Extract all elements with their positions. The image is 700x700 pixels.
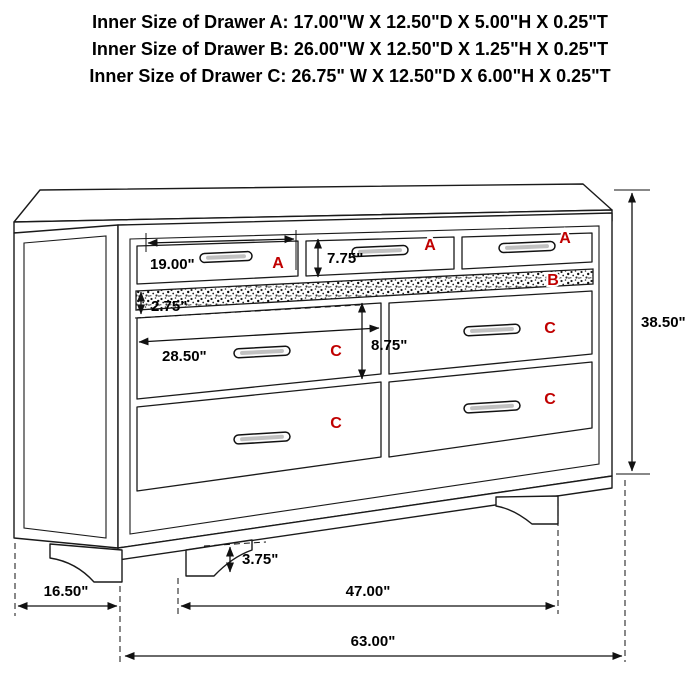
drawer-b-label: B <box>547 272 559 289</box>
side-panel-inner-line <box>23 235 107 539</box>
front-right-foot <box>495 495 559 525</box>
drawer-b-strip: B <box>135 268 594 311</box>
dim-side-depth-label: 16.50" <box>44 583 89 600</box>
dim-b-drawer-height: 2.75" <box>134 291 361 319</box>
dim-c-drawer-width-label: 28.50" <box>162 348 207 365</box>
drawer-a-left-label: A <box>272 255 284 272</box>
spec-line-drawer-b: Inner Size of Drawer B: 26.00"W X 12.50"… <box>91 39 609 59</box>
drawer-c-bottom-right: C <box>388 361 593 458</box>
dim-c-drawer-width: 28.50" <box>138 324 380 365</box>
dim-feet-span: 47.00" <box>177 500 559 614</box>
drawer-c-bottom-right-label: C <box>544 391 556 408</box>
drawer-handle <box>498 240 556 254</box>
dim-side-depth: 16.50" <box>14 543 121 662</box>
drawer-c-bottom-left-label: C <box>330 415 342 432</box>
drawer-a-right-label: A <box>559 230 571 247</box>
dim-c-drawer-height-label: 8.75" <box>371 337 407 354</box>
drawer-handle <box>351 244 409 258</box>
drawer-c-top-right: C <box>388 290 593 375</box>
dim-total-height: 38.50" <box>614 189 686 475</box>
front-frame-inner-line <box>129 225 600 535</box>
dim-b-drawer-height-label: 2.75" <box>151 298 187 315</box>
drawer-a-middle-label: A <box>424 237 436 254</box>
drawer-handle <box>233 345 291 359</box>
dim-total-width-label: 63.00" <box>351 633 396 650</box>
drawer-c-top-left-label: C <box>330 343 342 360</box>
spec-header: Inner Size of Drawer A: 17.00"W X 12.50"… <box>0 9 700 90</box>
drawer-handle <box>463 323 521 337</box>
dim-top-drawer-height-label: 7.75" <box>327 250 363 267</box>
dresser-side-panel <box>13 224 119 549</box>
drawer-handle <box>233 431 291 445</box>
dim-total-width: 63.00" <box>124 480 626 662</box>
drawer-handle <box>463 400 521 414</box>
dim-top-drawer-height: 7.75" <box>314 238 363 278</box>
drawer-a-middle: A <box>305 235 455 277</box>
drawer-a-left: A <box>136 240 299 285</box>
side-foot <box>49 543 123 583</box>
dim-c-drawer-height: 8.75" <box>358 302 407 380</box>
dim-foot-height: 3.75" <box>203 541 278 573</box>
drawer-a-right: A <box>461 228 593 270</box>
dim-feet-span-label: 47.00" <box>346 583 391 600</box>
dim-top-drawer-width: 19.00" <box>145 230 297 273</box>
spec-line-drawer-a: Inner Size of Drawer A: 17.00"W X 12.50"… <box>92 12 608 32</box>
dim-foot-height-label: 3.75" <box>242 551 278 568</box>
spec-line-drawer-c: Inner Size of Drawer C: 26.75" W X 12.50… <box>89 66 611 86</box>
dim-top-drawer-width-label: 19.00" <box>150 256 195 273</box>
drawer-handle <box>199 250 253 264</box>
dim-total-height-label: 38.50" <box>641 314 686 331</box>
drawer-c-top-right-label: C <box>544 320 556 337</box>
drawer-c-bottom-left: C <box>136 381 382 492</box>
